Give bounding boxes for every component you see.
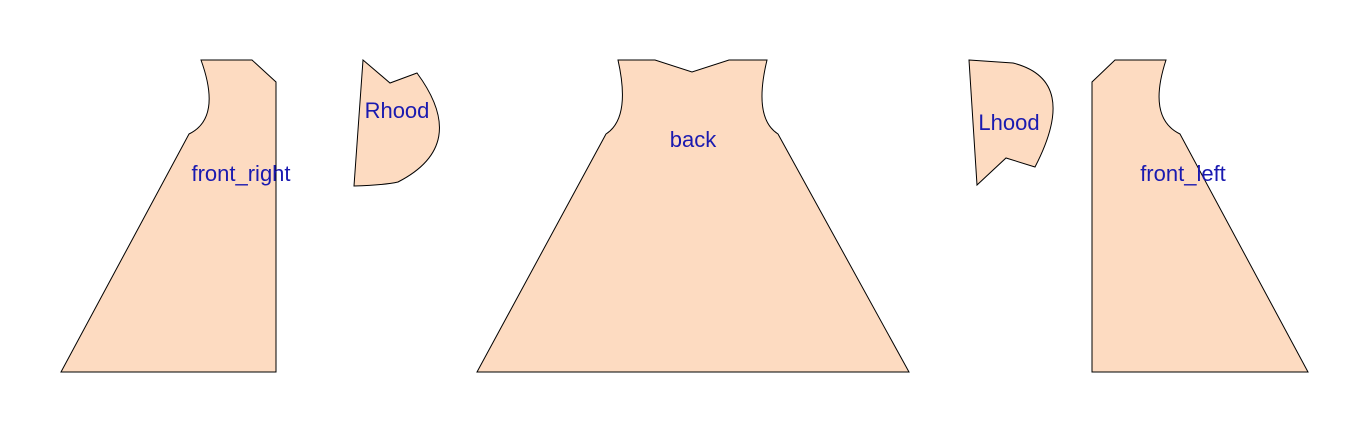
front-right-label: front_right bbox=[191, 161, 290, 186]
pattern-piece-front-right: front_right bbox=[60, 59, 291, 373]
back-shape bbox=[476, 59, 910, 373]
back-label: back bbox=[670, 127, 717, 152]
lhood-shape bbox=[968, 59, 1054, 187]
front-left-shape bbox=[1091, 59, 1309, 373]
pattern-piece-rhood: Rhood bbox=[353, 58, 440, 187]
lhood-label: Lhood bbox=[978, 110, 1039, 135]
rhood-shape bbox=[353, 58, 440, 187]
pattern-piece-back: back bbox=[476, 59, 910, 373]
pattern-piece-lhood: Lhood bbox=[968, 59, 1054, 187]
front-right-shape bbox=[60, 59, 277, 373]
front-left-label: front_left bbox=[1140, 161, 1226, 186]
rhood-label: Rhood bbox=[365, 98, 430, 123]
pattern-piece-front-left: front_left bbox=[1091, 59, 1309, 373]
